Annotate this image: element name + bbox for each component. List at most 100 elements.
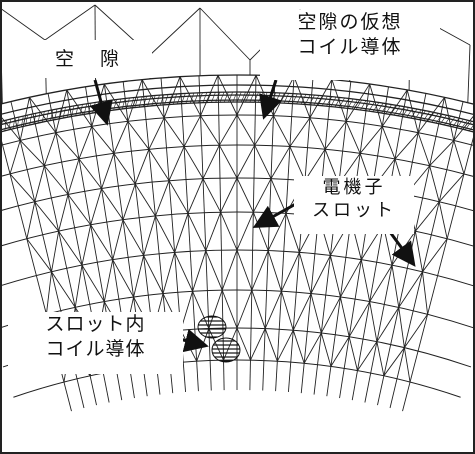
mesh-diagonal — [192, 250, 207, 292]
mesh-diagonal — [122, 219, 145, 256]
mesh-diagonal — [45, 271, 52, 315]
mesh-diagonal — [381, 126, 396, 160]
air-gap-mesh-line — [198, 92, 203, 103]
mesh-diagonal — [26, 201, 36, 239]
mesh-diagonal — [369, 264, 393, 302]
mesh-diagonal — [163, 76, 181, 119]
mesh-diagonal — [168, 180, 189, 214]
mesh-diagonal — [155, 180, 170, 217]
mesh-diagonal — [66, 89, 93, 127]
air-gap-mesh-line — [206, 92, 212, 103]
mesh-diagonal — [324, 121, 347, 150]
air-gap-mesh-line — [456, 118, 464, 129]
mesh-radial-line — [389, 101, 464, 409]
mesh-diagonal — [143, 215, 156, 256]
mesh-diagonal — [303, 332, 322, 364]
mesh-diagonal — [218, 114, 238, 146]
air-gap-mesh-line — [398, 106, 405, 116]
air-gap-mesh-line — [164, 94, 169, 105]
mesh-diagonal — [220, 211, 238, 251]
air-gap-mesh-line — [393, 105, 401, 116]
mesh-diagonal — [281, 252, 300, 292]
air-gap-virtual-coil-label: 空隙の仮想 コイル導体 — [260, 10, 440, 80]
mesh-diagonal — [78, 158, 102, 189]
air-gap-mesh-line — [168, 94, 173, 105]
air-gap-mesh-line — [444, 115, 451, 126]
mesh-diagonal — [78, 126, 93, 160]
air-gap-mesh-line — [431, 113, 439, 123]
air-gap-mesh-line — [130, 97, 135, 109]
air-gap-mesh-line — [368, 101, 375, 112]
mesh-radial-line — [287, 77, 314, 393]
mesh-diagonal — [254, 144, 272, 179]
mesh-diagonal — [183, 115, 201, 147]
mesh-diagonal — [376, 341, 385, 376]
air-gap-mesh-line — [372, 102, 379, 112]
air-gap-mesh-line — [62, 107, 66, 119]
air-gap-mesh-line — [377, 103, 384, 113]
mesh-diagonal — [143, 255, 164, 294]
mesh-diagonal — [44, 165, 69, 195]
mesh-diagonal — [58, 194, 69, 232]
mesh-diagonal — [236, 327, 251, 361]
air-gap-mesh-line — [79, 104, 83, 116]
air-gap-arrow — [89, 79, 113, 126]
air-gap-mesh-line — [381, 103, 388, 114]
air-gap-mesh-line — [126, 97, 130, 109]
air-gap-mesh-line — [355, 99, 362, 110]
air-gap-mesh-line — [138, 96, 143, 108]
mesh-diagonal — [298, 252, 312, 294]
mesh-diagonal — [141, 79, 165, 119]
mesh-diagonal — [289, 146, 306, 181]
air-gap-mesh-line — [435, 114, 443, 124]
mesh-diagonal — [29, 97, 57, 133]
mesh-diagonal — [422, 238, 448, 273]
mesh-diagonal — [163, 117, 185, 147]
mesh-diagonal — [394, 132, 419, 160]
mesh-diagonal — [310, 293, 322, 334]
air-gap-mesh-line — [219, 91, 225, 103]
mesh-diagonal — [369, 83, 383, 127]
air-gap-mesh-line — [121, 98, 126, 110]
mesh-diagonal — [122, 183, 136, 220]
mesh-diagonal — [187, 213, 207, 251]
mesh-diagonal — [251, 250, 269, 291]
mesh-diagonal — [404, 314, 428, 348]
mesh-diagonal — [26, 238, 52, 273]
mesh-diagonal — [43, 132, 57, 166]
mesh-diagonal — [304, 149, 326, 181]
mesh-diagonal — [414, 231, 423, 272]
mesh-diagonal — [348, 301, 371, 337]
mesh-diagonal — [200, 115, 220, 146]
mesh-diagonal — [236, 114, 256, 146]
coil-conductor-lower — [211, 337, 241, 363]
air-gap-mesh-line — [334, 97, 341, 108]
mesh-diagonal — [292, 330, 305, 364]
mesh-diagonal — [273, 115, 291, 147]
mesh-diagonal — [309, 79, 333, 119]
mesh-diagonal — [254, 115, 274, 146]
air-gap-mesh-line — [317, 95, 324, 106]
mesh-diagonal — [251, 289, 266, 329]
mesh-diagonal — [221, 249, 238, 291]
mesh-diagonal — [453, 113, 475, 141]
mesh-diagonal — [51, 271, 76, 308]
air-gap-mesh-line — [223, 91, 229, 103]
air-gap-mesh-line — [46, 110, 49, 122]
slot-coil-line1: スロット内 — [45, 313, 146, 335]
mesh-diagonal — [429, 165, 440, 202]
mesh-diagonal — [34, 201, 59, 232]
mesh-diagonal — [267, 213, 287, 251]
air-gap-mesh-line — [33, 113, 37, 125]
air-gap-mesh-line — [185, 93, 190, 104]
air-gap-mesh-line — [143, 96, 147, 107]
mesh-diagonal — [267, 250, 282, 292]
air-gap-label: 空 隙 — [32, 40, 152, 78]
armature-slot-label: 電機子 スロット — [294, 176, 414, 234]
mesh-diagonal — [381, 89, 408, 127]
air-gap-mesh-line — [189, 92, 195, 104]
mesh-diagonal — [113, 153, 136, 185]
mesh-diagonal — [348, 336, 358, 371]
mesh-diagonal — [202, 178, 222, 213]
mesh-diagonal — [179, 76, 201, 116]
